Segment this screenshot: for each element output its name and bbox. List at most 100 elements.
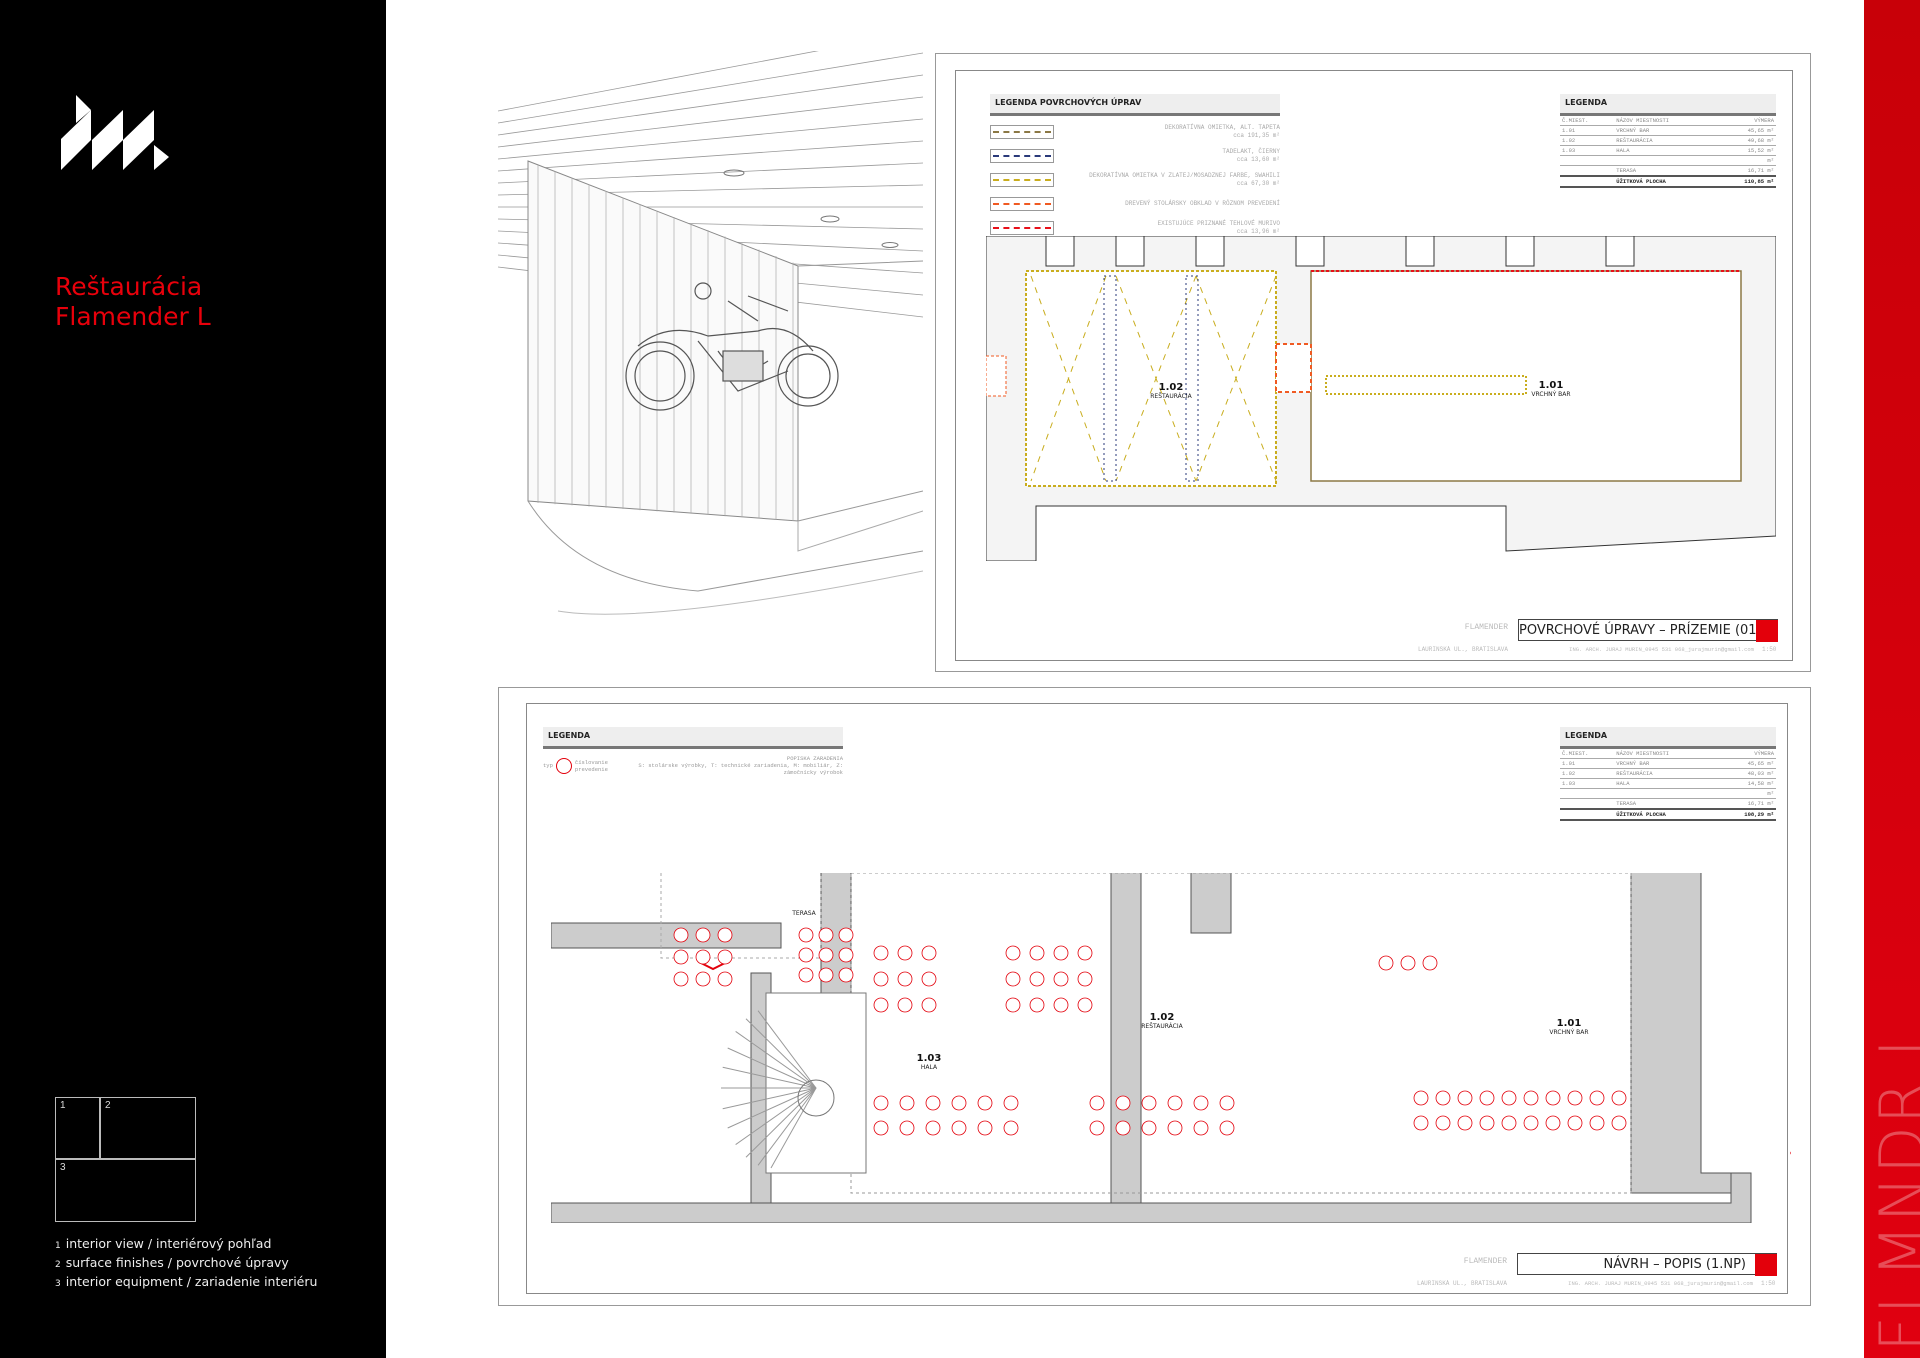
equipment-tag-marker: [1413, 1115, 1429, 1131]
equipment-tag-marker: [1053, 997, 1069, 1013]
ground-floor-finishes-plan: [986, 236, 1776, 561]
equipment-tag-marker: [818, 927, 834, 943]
equipment-tag-marker: [873, 945, 889, 961]
equipment-tag-marker: [1219, 1095, 1235, 1111]
brand-strip: [1864, 0, 1920, 1358]
equipment-tag-marker: [1501, 1090, 1517, 1106]
equipment-tag-marker: [1003, 1095, 1019, 1111]
equipment-tag-marker: [873, 1120, 889, 1136]
equipment-tag-marker: [695, 971, 711, 987]
layout-box-2: 2: [100, 1097, 196, 1159]
equipment-tag-marker: [1005, 997, 1021, 1013]
line-swatch: [990, 221, 1054, 235]
equipment-tag-marker: [1501, 1115, 1517, 1131]
equipment-tag-marker: [951, 1095, 967, 1111]
table-row: m²: [1560, 788, 1776, 799]
equipment-tag-marker: [1545, 1090, 1561, 1106]
equipment-tag-marker: [1005, 945, 1021, 961]
equipment-tag-marker: [717, 949, 733, 965]
equipment-tag-marker: [1435, 1115, 1451, 1131]
sheet-title: POVRCHOVÉ ÚPRAVY – PRÍZEMIE (01): [1518, 619, 1778, 641]
equipment-tag-marker: [921, 945, 937, 961]
equipment-tag-marker: [1115, 1120, 1131, 1136]
equipment-tag-marker: [1567, 1090, 1583, 1106]
equipment-tag-marker: [1115, 1095, 1131, 1111]
equipment-tag-marker: [1219, 1120, 1235, 1136]
interior-view-drawing: [498, 51, 923, 615]
line-swatch: [990, 149, 1054, 163]
equipment-tag-marker: [838, 927, 854, 943]
equipment-tag-marker: [798, 967, 814, 983]
tb-address: LAURINSKÁ UL., BRATISLAVA: [1417, 646, 1508, 653]
equipment-tag-marker: [1005, 971, 1021, 987]
equipment-tag-marker: [717, 971, 733, 987]
studio-logo: [61, 95, 169, 170]
equipment-tag-marker: [1479, 1090, 1495, 1106]
equipment-tag-marker: [1457, 1090, 1473, 1106]
equipment-tag-marker: [951, 1120, 967, 1136]
project-title-line2: Flamender L: [55, 302, 211, 331]
equipment-tag-marker: [1589, 1090, 1605, 1106]
equipment-tag-marker: [1589, 1115, 1605, 1131]
equipment-tag-marker: [925, 1120, 941, 1136]
equipment-tag-marker: [977, 1095, 993, 1111]
equipment-tag-marker: [673, 971, 689, 987]
title-block-logo: [1755, 1254, 1777, 1276]
equipment-tag-marker: [1545, 1115, 1561, 1131]
equipment-tag-marker: [899, 1120, 915, 1136]
equipment-tag-marker: [798, 927, 814, 943]
table-row: m²: [1560, 155, 1776, 166]
equipment-tag-marker: [1378, 955, 1394, 971]
equipment-tag-marker: [897, 971, 913, 987]
equipment-tag-marker: [1053, 971, 1069, 987]
title-block-logo: [1756, 620, 1778, 642]
equipment-tag-marker: [925, 1095, 941, 1111]
tb-scale: 1:50: [1761, 1280, 1776, 1287]
motorcycle-illustration: [625, 282, 839, 411]
equipment-tag-marker: [818, 967, 834, 983]
equipment-tag-marker: [673, 949, 689, 965]
equipment-tag-marker: [717, 927, 733, 943]
equipment-tag-marker: [1422, 955, 1438, 971]
tb-scale: 1:50: [1762, 646, 1777, 653]
sheet-title: NÁVRH – POPIS (1.NP): [1517, 1253, 1777, 1275]
equipment-tag-marker: [1029, 945, 1045, 961]
tb-author: ING. ARCH. JURAJ MURIN_0945 531 068_jura…: [1568, 1280, 1753, 1287]
equipment-tag-marker: [818, 947, 834, 963]
layout-box-3: 3: [55, 1159, 196, 1222]
equipment-tag-marker: [1400, 955, 1416, 971]
equipment-tag-marker: [873, 1095, 889, 1111]
equipment-tag-marker: [1193, 1120, 1209, 1136]
equipment-tag-marker: [921, 971, 937, 987]
equipment-tag-marker: [899, 1095, 915, 1111]
equipment-tag-marker: [1193, 1095, 1209, 1111]
finishes-legend: LEGENDA POVRCHOVÝCH ÚPRAV DEKORATÍVNA OM…: [990, 94, 1280, 236]
legend-item: DREVENÝ STOLÁRSKY OBKLAD V RÔZNOM PREVED…: [990, 196, 1280, 212]
tb-project: FLAMENDER: [1464, 623, 1508, 632]
equipment-tag-marker: [1077, 997, 1093, 1013]
equipment-tag-marker: [1611, 1090, 1627, 1106]
equipment-tag-marker: [977, 1120, 993, 1136]
equipment-tag-marker: [1523, 1090, 1539, 1106]
equipment-tag-marker: [897, 997, 913, 1013]
line-swatch: [990, 125, 1054, 139]
equipment-tag-marker: [1611, 1115, 1627, 1131]
finishes-legend-title: LEGENDA POVRCHOVÝCH ÚPRAV: [990, 94, 1280, 116]
